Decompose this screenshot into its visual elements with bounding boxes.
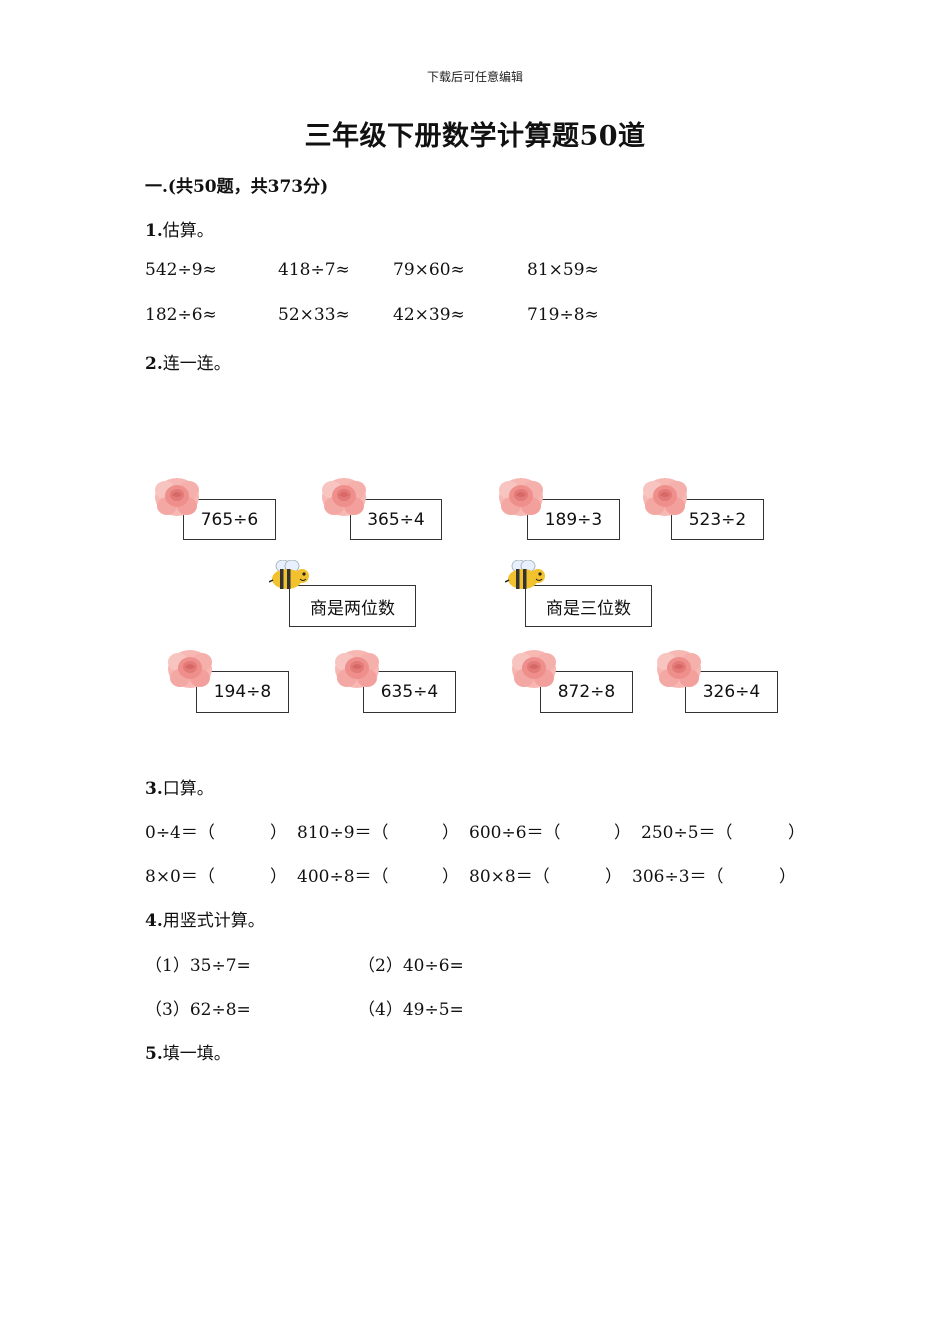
- mental-math-item: 8×0＝（: [145, 867, 215, 887]
- division-card[interactable]: 194÷8: [196, 671, 289, 713]
- mental-math-item: 600÷6＝（: [469, 823, 561, 843]
- rose-flower-icon: [333, 646, 381, 690]
- division-card[interactable]: 872÷8: [540, 671, 633, 713]
- question-4-number: 4.: [145, 911, 163, 931]
- question-2-heading: 2.连一连。: [145, 349, 231, 374]
- question-1-label: 估算。: [162, 221, 214, 241]
- estimate-item: 79×60≈: [393, 260, 465, 280]
- section-heading: 一.(共50题，共373分): [145, 177, 329, 197]
- mental-math-item: 400÷8＝（: [297, 867, 389, 887]
- answer-bracket-close: ）: [442, 867, 459, 887]
- question-3-number: 3.: [145, 779, 163, 799]
- division-card[interactable]: 635÷4: [363, 671, 456, 713]
- mental-math-item: 306÷3＝（: [632, 867, 724, 887]
- question-5-number: 5.: [145, 1044, 163, 1064]
- two-digit-quotient-card[interactable]: 商是两位数: [289, 585, 416, 627]
- estimate-item: 52×33≈: [278, 305, 350, 325]
- estimate-item: 42×39≈: [393, 305, 465, 325]
- rose-flower-icon: [320, 474, 368, 518]
- answer-bracket-close: ）: [442, 823, 459, 843]
- mental-math-item: 80×8＝（: [469, 867, 550, 887]
- division-card[interactable]: 326÷4: [685, 671, 778, 713]
- answer-bracket-close: ）: [270, 823, 287, 843]
- vertical-calc-item: （4）49÷5=: [358, 1000, 464, 1020]
- question-5-heading: 5.填一填。: [145, 1039, 231, 1064]
- bee-icon: [269, 560, 311, 592]
- three-digit-quotient-card[interactable]: 商是三位数: [525, 585, 652, 627]
- mental-math-item: 810÷9＝（: [297, 823, 389, 843]
- rose-flower-icon: [641, 474, 689, 518]
- question-4-heading: 4.用竖式计算。: [145, 906, 265, 931]
- division-card[interactable]: 365÷4: [350, 499, 442, 540]
- rose-flower-icon: [497, 474, 545, 518]
- question-2-number: 2.: [145, 354, 163, 374]
- rose-flower-icon: [166, 646, 214, 690]
- answer-bracket-close: ）: [270, 867, 287, 887]
- question-3-heading: 3.口算。: [145, 774, 214, 799]
- answer-bracket-close: ）: [614, 823, 631, 843]
- question-1-heading: 1.估算。: [145, 216, 214, 241]
- answer-bracket-close: ）: [605, 867, 622, 887]
- header-note: 下载后可任意编辑: [426, 70, 523, 84]
- vertical-calc-item: （3）62÷8=: [145, 1000, 251, 1020]
- estimate-item: 542÷9≈: [145, 260, 217, 280]
- answer-bracket-close: ）: [779, 867, 796, 887]
- division-card[interactable]: 189÷3: [527, 499, 620, 540]
- division-card[interactable]: 523÷2: [671, 499, 764, 540]
- question-4-label: 用竖式计算。: [162, 911, 265, 931]
- question-3-label: 口算。: [162, 779, 214, 799]
- division-card[interactable]: 765÷6: [183, 499, 276, 540]
- estimate-item: 418÷7≈: [278, 260, 350, 280]
- rose-flower-icon: [153, 474, 201, 518]
- page-title: 三年级下册数学计算题50道: [304, 121, 646, 152]
- estimate-item: 81×59≈: [527, 260, 599, 280]
- estimate-item: 719÷8≈: [527, 305, 599, 325]
- answer-bracket-close: ）: [788, 823, 805, 843]
- mental-math-item: 0÷4＝（: [145, 823, 215, 843]
- estimate-item: 182÷6≈: [145, 305, 217, 325]
- bee-icon: [505, 560, 547, 592]
- vertical-calc-item: （1）35÷7=: [145, 956, 251, 976]
- rose-flower-icon: [655, 646, 703, 690]
- question-5-label: 填一填。: [162, 1044, 231, 1064]
- question-2-label: 连一连。: [162, 354, 231, 374]
- mental-math-item: 250÷5＝（: [641, 823, 733, 843]
- question-1-number: 1.: [145, 221, 163, 241]
- rose-flower-icon: [510, 646, 558, 690]
- vertical-calc-item: （2）40÷6=: [358, 956, 464, 976]
